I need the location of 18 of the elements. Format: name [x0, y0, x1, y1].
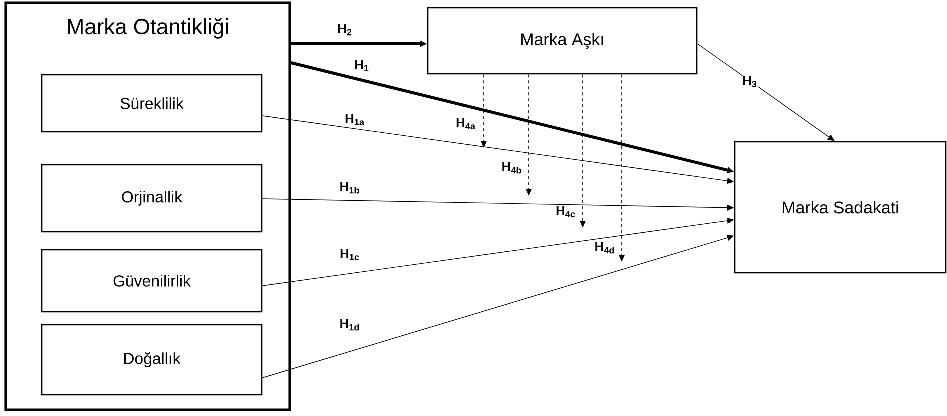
edge-label: H$_{4b}$ — [501, 162, 523, 174]
edge-label: H$_{1}$ — [354, 60, 370, 72]
edge-label: H$_{4c}$ — [556, 206, 576, 218]
edge-label: H$_{4d}$ — [594, 242, 616, 254]
concept-box: Marka Sadakati — [734, 141, 947, 274]
edge-label: H$_{4a}$ — [456, 118, 476, 130]
concept-box: Güvenilirlik — [41, 249, 263, 313]
edge-label: H$_{1c}$ — [340, 248, 360, 262]
concept-box: Marka Aşkı — [427, 7, 698, 75]
concept-box: Doğallık — [41, 324, 263, 396]
arrow — [697, 44, 835, 142]
edge-label: H$_{1d}$ — [339, 318, 361, 332]
concept-box: Süreklilik — [41, 74, 263, 133]
edge-label: H$_{1a}$ — [344, 114, 366, 126]
edge-label: H$_{2}$ — [337, 24, 353, 36]
edge-label: H$_{3}$ — [742, 76, 758, 88]
concept-box: Orjinallik — [41, 164, 263, 233]
edge-label: H$_{1b}$ — [339, 182, 361, 194]
